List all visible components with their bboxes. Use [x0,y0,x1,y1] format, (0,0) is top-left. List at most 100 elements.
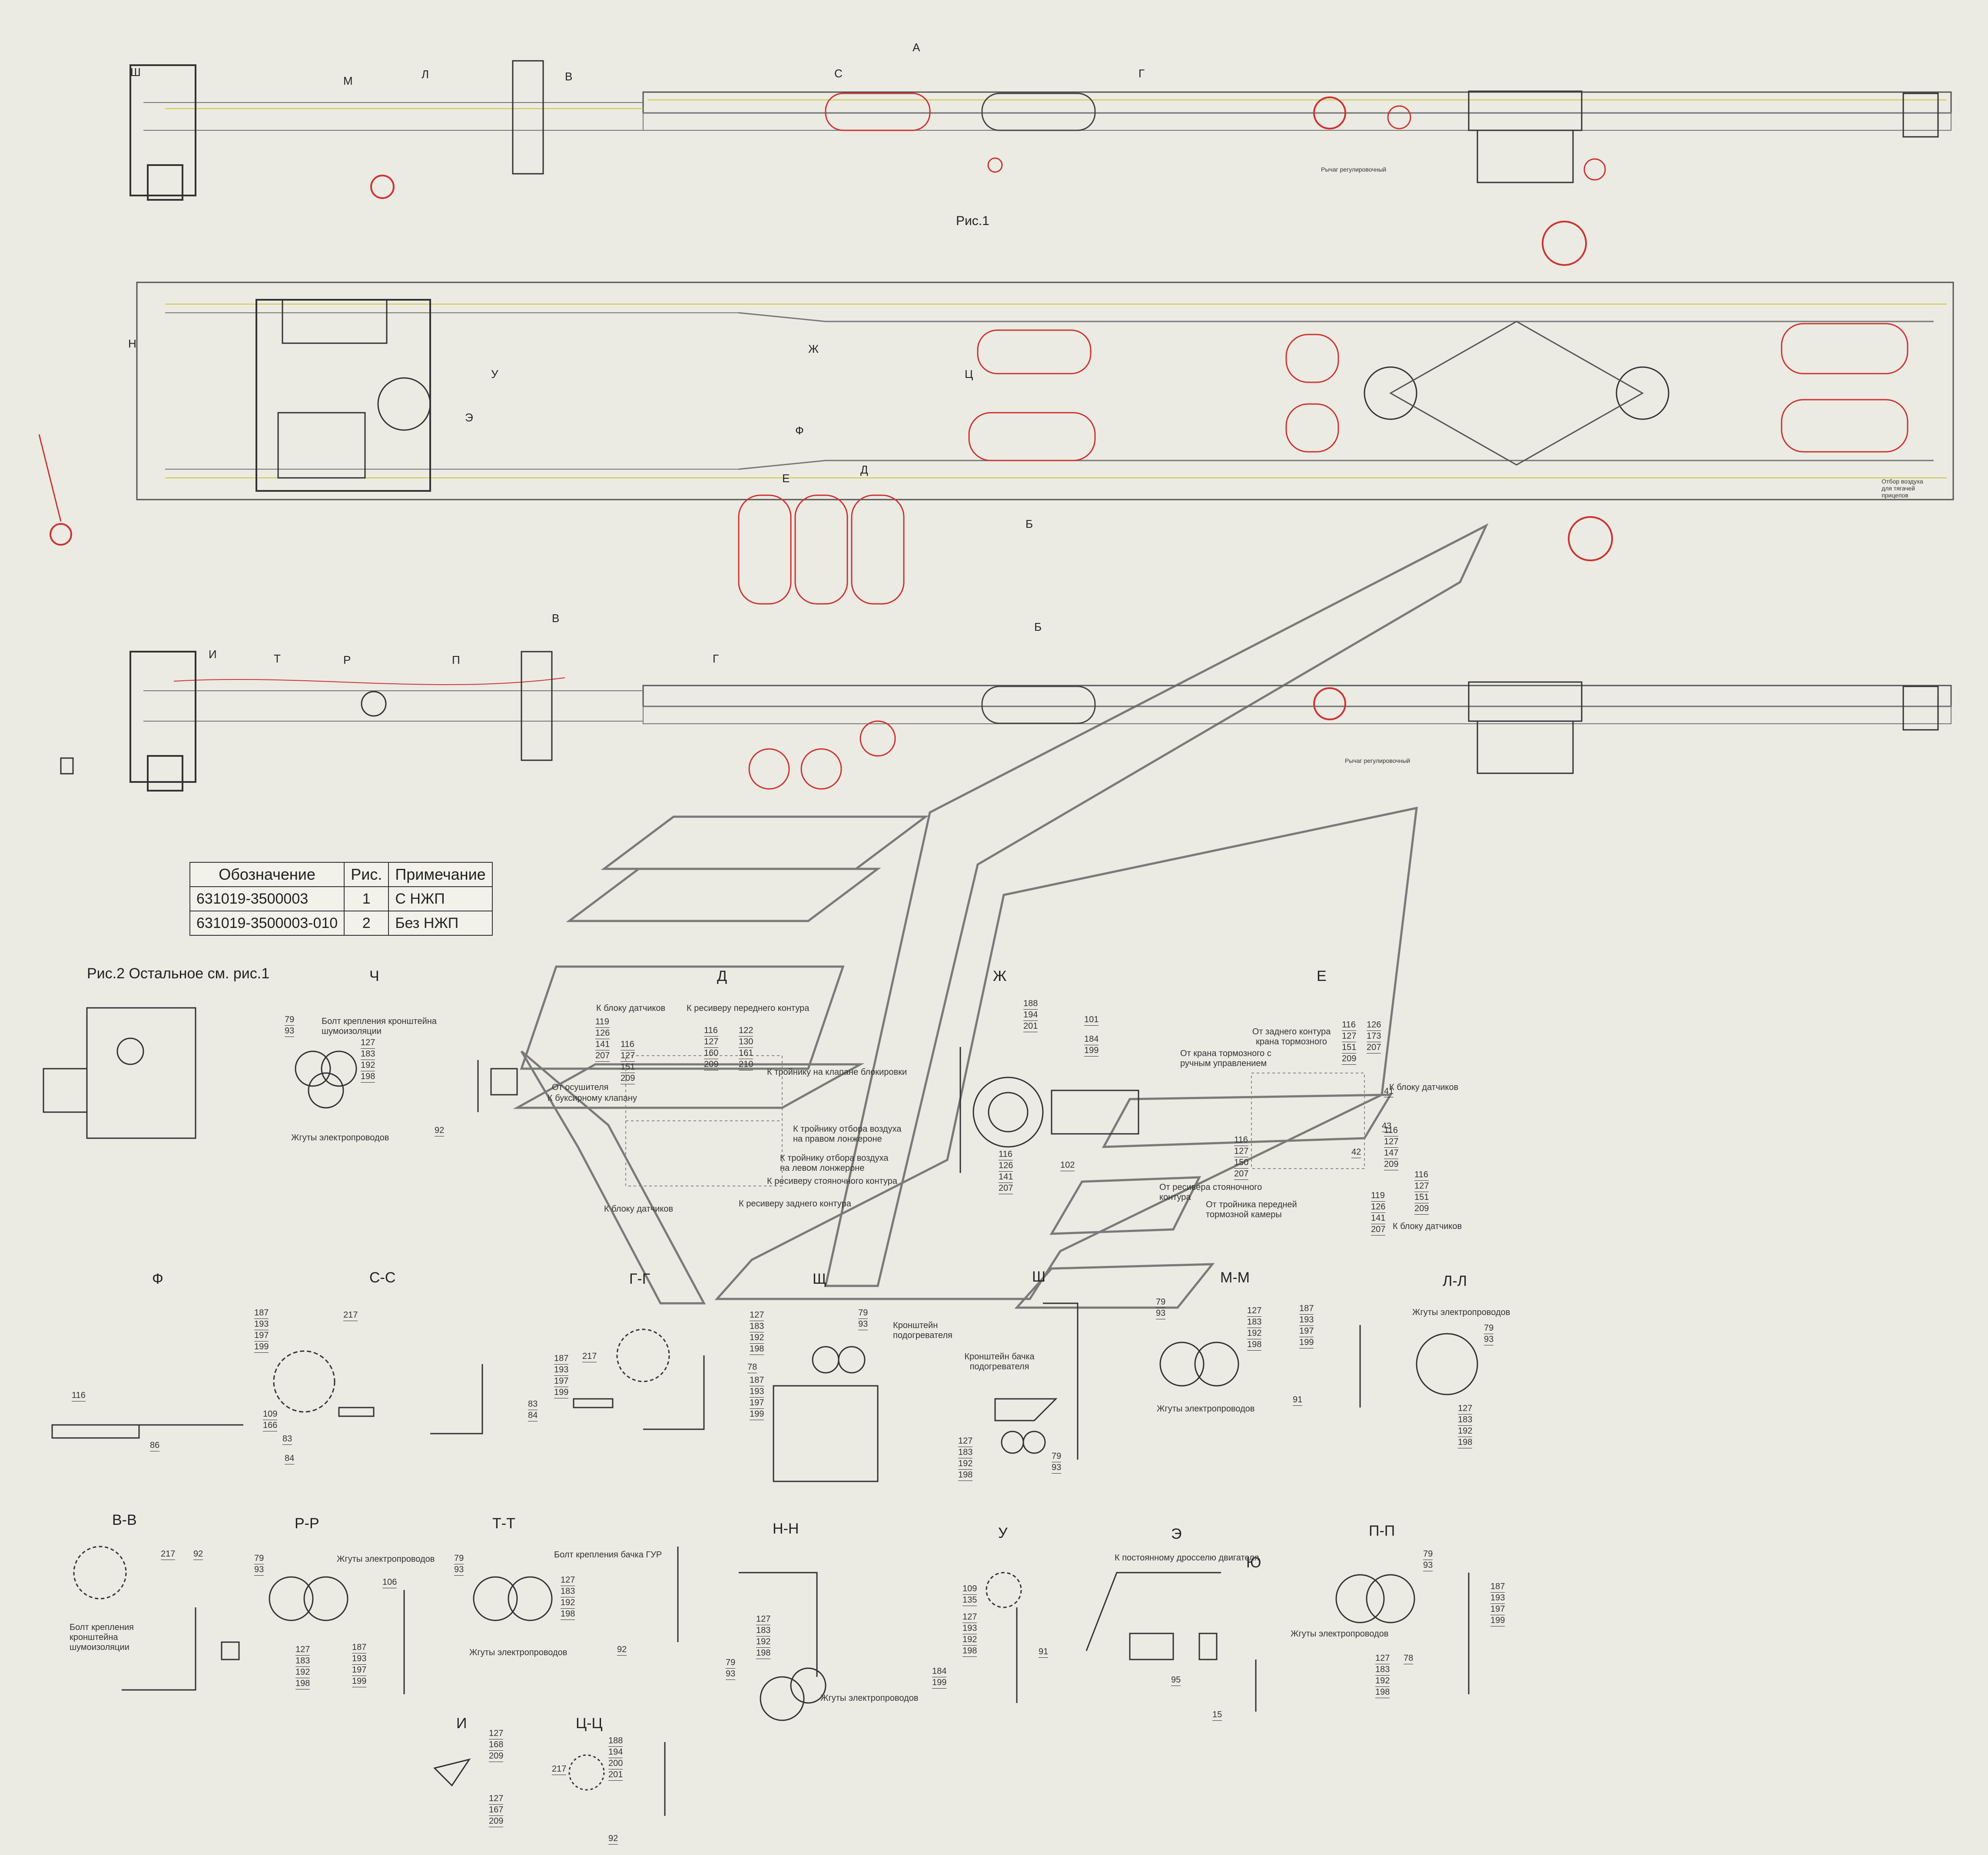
note-tee-right: К тройнику отбора воздуха на правом лонж… [793,1124,902,1144]
callout-number: 83 [528,1399,538,1410]
figure1-title: Рис.1 [956,214,989,228]
section-title-yu: Ю [1246,1554,1261,1571]
table-cell: 1 [344,886,389,911]
callout-number: 207 [595,1050,610,1062]
section-e2-drawing [1085,1572,1257,1712]
callout-number: 207 [1371,1224,1386,1236]
view-marker-t: Т [274,652,281,665]
callout-number: 84 [528,1410,538,1421]
callout-tsts: 217 [552,1764,567,1775]
callout-number: 217 [161,1549,176,1560]
note-to-parking-receiver: К ресиверу стояночного контура [767,1176,897,1186]
section-title-sh: Ш [1032,1269,1046,1285]
callout-number: 122 [739,1025,753,1037]
note-harness-ch: Жгуты электропроводов [291,1133,389,1143]
bottom-chassis-view [60,651,1952,792]
section-i-drawing [433,1758,471,1787]
section-gg-drawing [573,1328,705,1430]
callout-number: 199 [254,1342,269,1353]
section-title-u: У [998,1525,1008,1541]
callout-rr: 106 [382,1577,397,1588]
table-header-cell: Рис. [344,862,389,887]
callout-number: 184 [1084,1034,1099,1045]
callout-number: 183 [1247,1317,1262,1328]
section-sh-drawing [994,1302,1079,1460]
callout-number: 116 [1384,1125,1399,1136]
callout-number: 92 [435,1125,445,1136]
callout-number: 95 [1171,1675,1181,1686]
callout-number: 106 [382,1577,397,1588]
note-harness-pp: Жгуты электропроводов [1291,1629,1389,1639]
callout-cc: 83 [282,1434,292,1445]
table-row: 631019-3500003 1 С НЖП [189,886,493,911]
callout-number: 194 [1023,1010,1038,1021]
callout-number: 183 [958,1447,973,1458]
callout-number: 116 [1234,1135,1249,1146]
callout-number: 93 [1423,1560,1433,1571]
view-marker-v: В [565,70,572,83]
callout-number: 141 [595,1039,610,1050]
callout-e2: 95 [1171,1675,1181,1686]
callout-vv: 92 [193,1549,203,1560]
callout-number: 151 [621,1062,635,1073]
section-ll-drawing [1416,1333,1478,1395]
section-title-tt: Т-Т [492,1515,515,1532]
section-title-gg: Г-Г [629,1271,650,1287]
view-marker-l: Л [421,68,429,81]
view-marker-zh: Ж [808,342,819,355]
section-title-vv: В-В [112,1512,137,1528]
callout-number: 127 [295,1644,310,1656]
callout-number: 209 [704,1059,719,1070]
callout-number: 167 [489,1805,504,1816]
section-title-f: Ф [152,1271,163,1287]
view-marker-i: И [209,648,217,661]
section-title-cc: С-С [369,1269,396,1286]
callout-number: 79 [1484,1323,1494,1334]
callout-number: 198 [561,1609,575,1620]
section-title-ch: Ч [369,968,379,984]
callout-number: 92 [193,1549,203,1560]
view-marker-m: М [343,74,353,87]
callout-f: 86 [150,1440,160,1451]
callout-number: 93 [726,1669,736,1680]
callout-number: 86 [150,1440,160,1451]
note-to-sensor-block-d2: К блоку датчиков [604,1204,674,1214]
note-from-dryer: От осушителя [552,1083,609,1092]
callout-number: 192 [962,1634,977,1646]
table-header-cell: Обозначение [189,862,345,887]
note-heater-tank-bracket: Кронштейн бачка подогревателя [964,1352,1035,1371]
view-marker-b: Б [1026,517,1033,530]
note-bolt-gur: Болт крепления бачка ГУР [554,1550,662,1560]
callout-number: 192 [361,1060,375,1071]
table-cell: 631019-3500003 [189,886,345,911]
note-from-parking-receiver: От ресивера стояночного контура [1159,1183,1262,1202]
section-e-drawing [1251,1073,1365,1169]
note-air-trailer: Отбор воздуха для тягачей прицепов [1882,478,1923,499]
callout-number: 207 [999,1183,1013,1194]
callout-number: 192 [295,1667,310,1678]
callout-number: 127 [621,1050,635,1062]
callout-number: 93 [1052,1462,1062,1474]
callout-number: 126 [595,1028,610,1039]
callout-number: 127 [1375,1653,1390,1664]
table-header-row: Обозначение Рис. Примечание [189,862,493,887]
note-from-rear-circuit: От заднего контура крана тормозного [1252,1027,1331,1047]
note-harness-mm: Жгуты электропроводов [1157,1404,1255,1414]
section-vv-drawing [73,1546,240,1691]
callout-number: 209 [1384,1159,1399,1170]
callout-number: 92 [617,1644,627,1656]
callout-number: 209 [1342,1053,1357,1065]
note-from-hand-brake: От крана тормозного с ручным управлением [1180,1049,1271,1068]
callout-number: 116 [621,1039,635,1050]
